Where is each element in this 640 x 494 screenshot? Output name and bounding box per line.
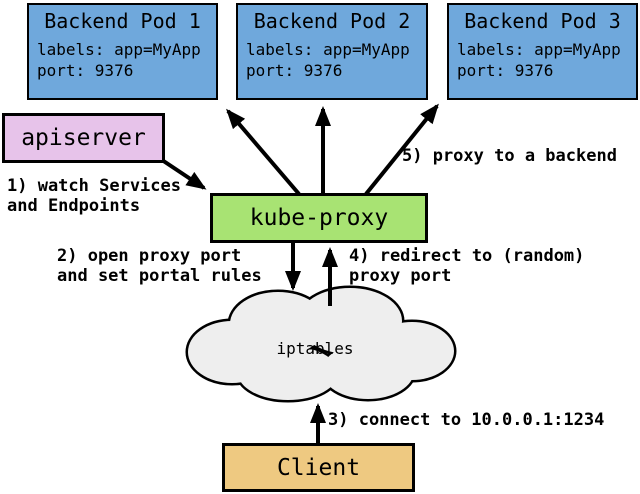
backend-pod-2-labels: labels: app=MyApp	[246, 40, 410, 59]
arrow-apiserver-to-kube-proxy	[160, 158, 207, 190]
backend-pod-1-labels: labels: app=MyApp	[37, 40, 201, 59]
arrow-kube-proxy-to-pod3	[364, 103, 439, 196]
backend-pod-2-title: Backend Pod 2	[253, 9, 411, 33]
backend-pod-3-title: Backend Pod 3	[464, 9, 621, 33]
backend-pod-2-box: Backend Pod 2 labels: app=MyApp port: 93…	[236, 3, 428, 100]
client-box: Client	[222, 443, 415, 492]
annotation-step-4: 4) redirect to (random) proxy port	[349, 246, 585, 286]
backend-pod-1-title: Backend Pod 1	[44, 9, 201, 33]
annotation-step-5: 5) proxy to a backend	[402, 146, 617, 166]
iptables-cloud	[185, 285, 457, 403]
backend-pod-2-port: port: 9376	[246, 61, 343, 80]
apiserver-box: apiserver	[2, 113, 165, 163]
backend-pod-3-labels: labels: app=MyApp	[457, 40, 621, 59]
client-label: Client	[276, 454, 361, 481]
iptables-label: iptables	[276, 339, 354, 358]
arrow-kube-proxy-to-pod1	[226, 108, 301, 196]
backend-pod-1-port: port: 9376	[37, 61, 134, 80]
annotation-step-1: 1) watch Services and Endpoints	[7, 176, 181, 216]
backend-pod-3-box: Backend Pod 3 labels: app=MyApp port: 93…	[447, 3, 638, 100]
annotation-step-2: 2) open proxy port and set portal rules	[57, 246, 262, 286]
backend-pod-3-port: port: 9376	[457, 61, 554, 80]
backend-pod-1-box: Backend Pod 1 labels: app=MyApp port: 93…	[27, 3, 218, 100]
kube-proxy-box: kube-proxy	[210, 193, 428, 243]
kube-proxy-label: kube-proxy	[249, 205, 389, 231]
apiserver-label: apiserver	[21, 125, 146, 151]
annotation-step-3: 3) connect to 10.0.0.1:1234	[328, 410, 605, 430]
